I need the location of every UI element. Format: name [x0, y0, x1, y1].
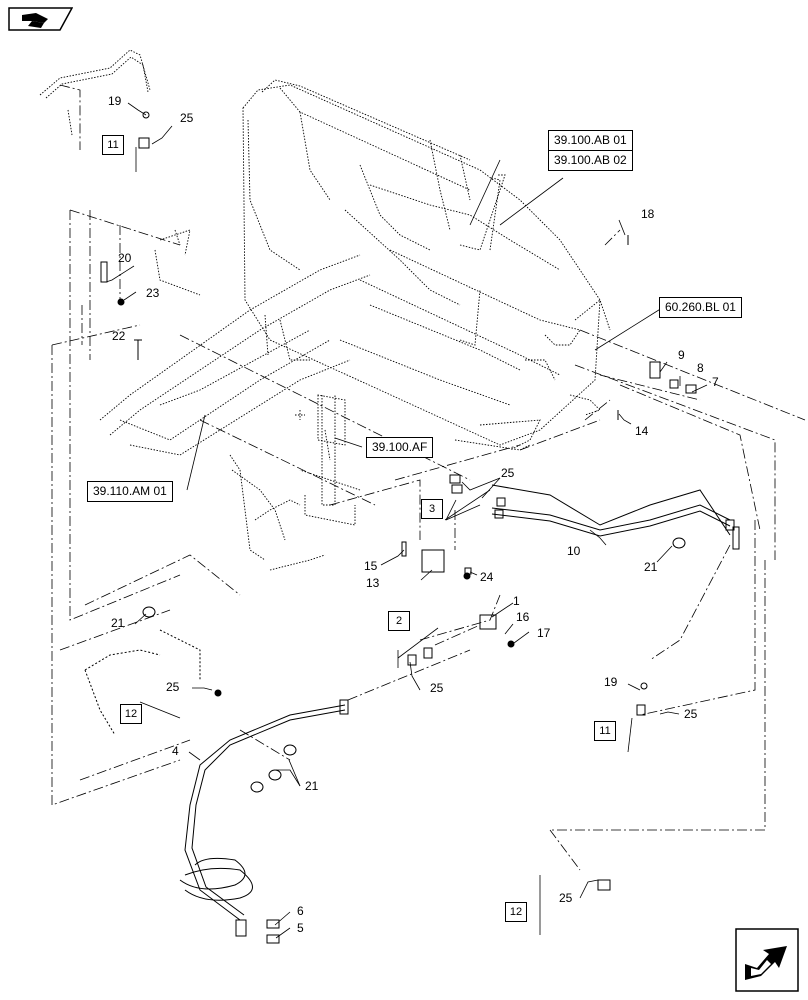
callout-25: 25: [180, 111, 194, 125]
callout-8: 8: [697, 361, 704, 375]
index-box-11: 11: [594, 721, 616, 741]
reference-link-39-100-ab-02[interactable]: 39.100.AB 02: [548, 150, 633, 171]
callout-6: 6: [297, 904, 304, 918]
callout-5: 5: [297, 921, 304, 935]
leader-lines: [105, 102, 708, 939]
callout-25: 25: [166, 680, 180, 694]
callout-13: 13: [366, 576, 380, 590]
machine-chassis-outline: [39, 49, 611, 571]
callout-9: 9: [678, 348, 685, 362]
back-navigation-icon[interactable]: [8, 7, 74, 31]
callout-21: 21: [305, 779, 319, 793]
callout-18: 18: [641, 207, 655, 221]
callout-25: 25: [559, 891, 573, 905]
callout-22: 22: [112, 329, 126, 343]
callout-24: 24: [480, 570, 494, 584]
callout-20: 20: [118, 251, 132, 265]
callout-16: 16: [516, 610, 530, 624]
callout-21: 21: [644, 560, 658, 574]
callout-25: 25: [501, 466, 515, 480]
hydraulic-hoses: [179, 484, 731, 921]
hose-left-loop: [159, 629, 201, 680]
callout-4: 4: [172, 744, 179, 758]
small-parts: [100, 111, 740, 944]
index-box-11: 11: [102, 135, 124, 155]
reference-link-60-260-bl-01[interactable]: 60.260.BL 01: [659, 297, 742, 318]
callout-19: 19: [604, 675, 618, 689]
reference-link-39-110-am-01[interactable]: 39.110.AM 01: [87, 481, 173, 502]
callout-10: 10: [567, 544, 581, 558]
callout-14: 14: [635, 424, 649, 438]
callout-21: 21: [111, 616, 125, 630]
reference-link-39-100-ab-01[interactable]: 39.100.AB 01: [548, 130, 633, 151]
phantom-outline-lines: [51, 84, 806, 871]
reference-link-39-100-af[interactable]: 39.100.AF: [366, 437, 434, 458]
index-box-3: 3: [421, 499, 443, 519]
index-box-12: 12: [120, 704, 142, 724]
callout-23: 23: [146, 286, 160, 300]
callout-1: 1: [513, 594, 520, 608]
callout-15: 15: [364, 559, 378, 573]
callout-7: 7: [712, 375, 719, 389]
callout-19: 19: [108, 94, 122, 108]
index-box-12: 12: [505, 902, 527, 922]
callout-25: 25: [684, 707, 698, 721]
direction-arrow-icon[interactable]: [735, 928, 799, 992]
callout-25: 25: [430, 681, 444, 695]
index-box-2: 2: [388, 611, 410, 631]
callout-17: 17: [537, 626, 551, 640]
